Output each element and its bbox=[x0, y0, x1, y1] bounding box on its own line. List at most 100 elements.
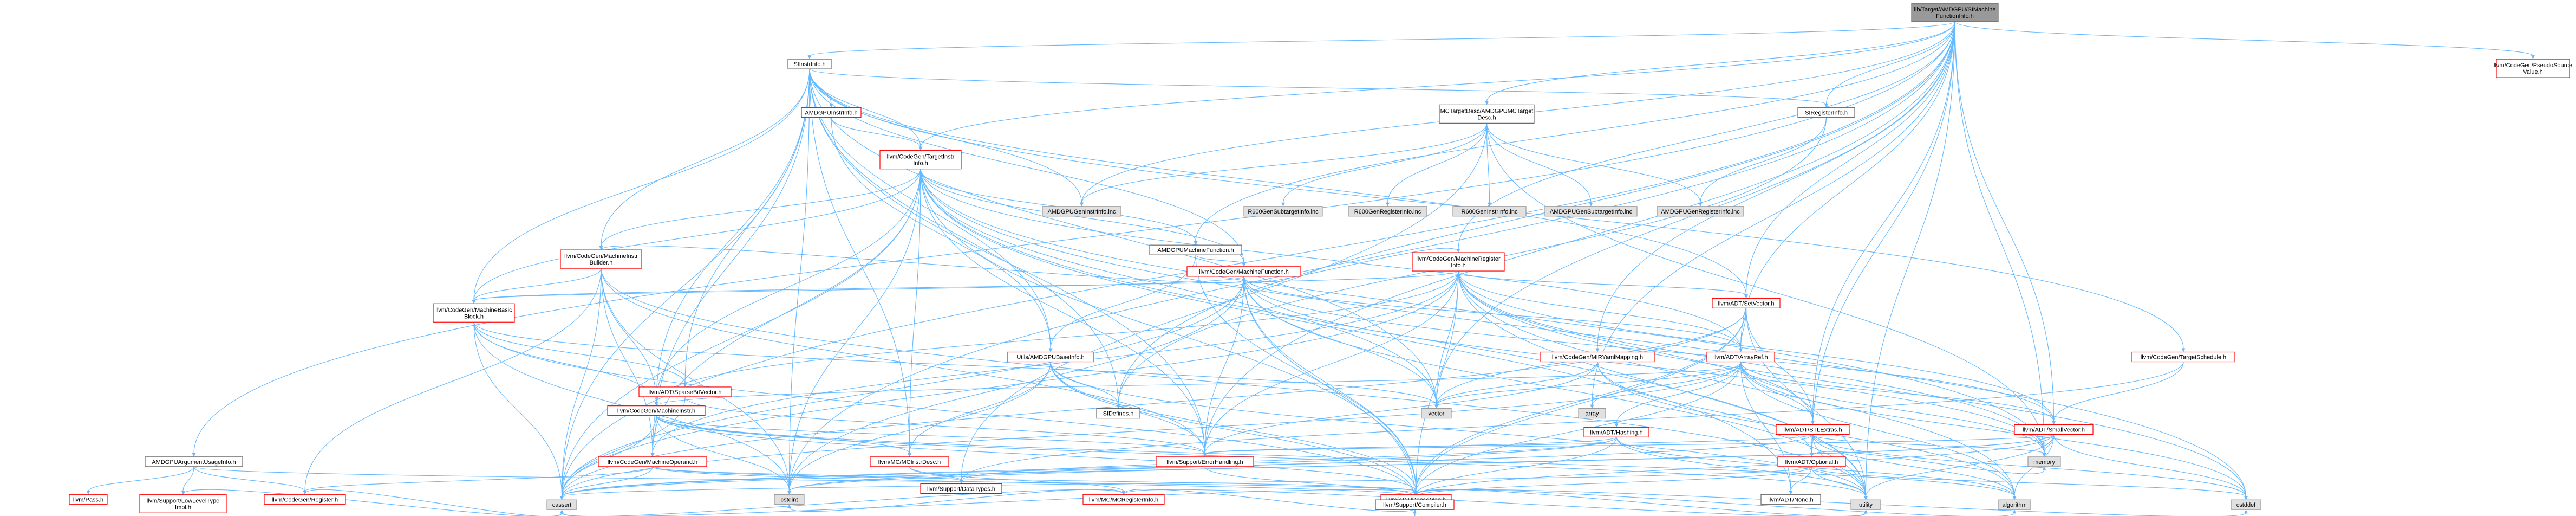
arrowhead-optional-cstddef bbox=[2244, 496, 2248, 500]
edge-amdgpumachinefunction-machinefunction bbox=[1195, 254, 1244, 264]
node-errorhandling[interactable]: llvm/Support/ErrorHandling.h bbox=[1156, 456, 1254, 467]
edge-root-siregisterinfo bbox=[1825, 21, 1955, 105]
node-box-mcinstrdesc bbox=[870, 456, 949, 467]
edge-argusageinfo-register bbox=[193, 466, 305, 492]
node-label-machineregisterinfo-1: Info.h bbox=[1451, 262, 1466, 269]
node-optional[interactable]: llvm/ADT/Optional.h bbox=[1777, 456, 1846, 467]
arrowhead-machineinstrbuilder-machinebasicblock bbox=[472, 300, 476, 304]
arrowhead-machineoperand-register bbox=[303, 491, 307, 495]
arrowhead-siinstrinfo-siregisterinfo bbox=[1824, 104, 1828, 108]
arrowhead-machineinstr-arrayref bbox=[1739, 362, 1743, 366]
node-array: array bbox=[1578, 408, 1606, 419]
arrowhead-densemap-algorithm bbox=[2012, 509, 2017, 514]
arrowhead-mirymlmapping-vector bbox=[1434, 404, 1438, 409]
arrowhead-root-mirymlmapping bbox=[1595, 348, 1600, 352]
edge-targetinstrinfo-mcinstrdesc bbox=[909, 169, 921, 454]
edge-root-siinstrinfo bbox=[809, 21, 1955, 56]
node-box-datatypes bbox=[920, 483, 1002, 494]
node-label-targetinstrinfo-0: llvm/CodeGen/TargetInstr bbox=[887, 154, 955, 160]
edge-machineinstrbuilder-machineinstr bbox=[601, 268, 657, 403]
edge-root-array bbox=[1592, 21, 1955, 405]
edge-root-optional bbox=[1811, 21, 1955, 454]
node-mcinstrdesc[interactable]: llvm/MC/MCInstrDesc.h bbox=[870, 456, 949, 467]
node-box-errorhandling bbox=[1156, 456, 1254, 467]
node-amdgpugenregister: AMDGPUGenRegisterInfo.inc bbox=[1657, 206, 1744, 217]
node-box-amdgpugensubtarget bbox=[1544, 206, 1638, 217]
node-targetschedule[interactable]: llvm/CodeGen/TargetSchedule.h bbox=[2131, 351, 2235, 363]
edge-mctargetdesc-amdgpugenregister bbox=[1486, 123, 1701, 203]
node-utility: utility bbox=[1850, 499, 1881, 510]
node-label-arrayref-0: llvm/ADT/ArrayRef.h bbox=[1713, 354, 1768, 361]
node-hashing[interactable]: llvm/ADT/Hashing.h bbox=[1583, 427, 1649, 437]
node-register[interactable]: llvm/CodeGen/Register.h bbox=[264, 494, 346, 505]
edge-machineregisterinfo-memory bbox=[1458, 271, 2045, 454]
edge-root-stlextras bbox=[1812, 21, 1955, 422]
edge-stlextras-errorhandling bbox=[1204, 434, 1814, 454]
arrowhead-arrayref-hashing bbox=[1614, 423, 1619, 428]
node-mirymlmapping[interactable]: llvm/CodeGen/MIRYamlMapping.h bbox=[1540, 351, 1655, 363]
node-sparsebitvector[interactable]: llvm/ADT/SparseBitVector.h bbox=[638, 386, 732, 397]
edge-siinstrinfo-cassert bbox=[561, 69, 810, 497]
edge-root-pseudosource bbox=[1954, 21, 2534, 56]
arrowhead-targetschedule-smallvector bbox=[2052, 421, 2056, 425]
arrowhead-optional-utility bbox=[1864, 496, 1868, 500]
edge-machinefunction-utility bbox=[1243, 276, 1867, 497]
node-box-machineinstr bbox=[607, 405, 706, 416]
edge-root-cstdint bbox=[788, 21, 1955, 492]
node-label-smallvector-0: llvm/ADT/SmallVector.h bbox=[2023, 427, 2085, 433]
node-datatypes[interactable]: llvm/Support/DataTypes.h bbox=[920, 483, 1002, 494]
node-label-cstdint-0: cstdint bbox=[781, 496, 798, 503]
node-amdgpubaseinfo[interactable]: Utils/AMDGPUBaseInfo.h bbox=[1007, 351, 1094, 363]
edge-arrayref-cassert bbox=[561, 362, 1742, 497]
node-smallvector[interactable]: llvm/ADT/SmallVector.h bbox=[2014, 424, 2094, 435]
node-box-machinefunction bbox=[1186, 266, 1301, 277]
node-label-amdgpugenregister-0: AMDGPUGenRegisterInfo.inc bbox=[1661, 209, 1740, 215]
arrowhead-root-siinstrinfo bbox=[807, 55, 812, 60]
node-amdgpuinstrinfo[interactable]: AMDGPUInstrInfo.h bbox=[801, 107, 862, 118]
edge-machineregisterinfo-utility bbox=[1458, 271, 1867, 497]
edge-machineoperand-register bbox=[304, 466, 653, 492]
arrowhead-smallvector-cstdint bbox=[787, 491, 791, 495]
node-machineoperand[interactable]: llvm/CodeGen/MachineOperand.h bbox=[598, 456, 707, 467]
node-label-r600genregister-0: R600GenRegisterInfo.inc bbox=[1354, 209, 1421, 215]
node-box-utility bbox=[1850, 499, 1881, 510]
arrowhead-mcinstrdesc-mcregisterinfo bbox=[1121, 491, 1126, 495]
edge-setvector-densemap bbox=[1416, 308, 1747, 492]
edge-targetinstrinfo-cstdint bbox=[788, 169, 921, 492]
node-pass[interactable]: llvm/Pass.h bbox=[69, 494, 108, 505]
edge-root-mirymlmapping bbox=[1597, 21, 1955, 349]
arrowhead-optional-cassert bbox=[560, 496, 564, 500]
node-stlextras[interactable]: llvm/ADT/STLExtras.h bbox=[1776, 424, 1850, 435]
node-label-array-0: array bbox=[1585, 411, 1599, 417]
edge-optional-cassert bbox=[561, 466, 1812, 497]
edge-amdgpumachinefunction-densemap bbox=[1195, 255, 1417, 492]
node-arrayref[interactable]: llvm/ADT/ArrayRef.h bbox=[1706, 351, 1775, 363]
node-box-siinstrinfo bbox=[787, 59, 832, 69]
edge-mirymlmapping-optional bbox=[1597, 362, 1812, 454]
edges-layer bbox=[86, 21, 2535, 516]
edge-smallvector-errorhandling bbox=[1204, 434, 2055, 454]
edge-machinefunction-smallvector bbox=[1243, 276, 2055, 422]
node-label-lowleveltype-1: Impl.h bbox=[175, 504, 191, 511]
node-amdgpugeninstrinfo: AMDGPUGenInstrInfo.inc bbox=[1042, 206, 1121, 217]
edge-root-mctargetdesc bbox=[1486, 21, 1955, 102]
node-mcregisterinfo[interactable]: llvm/MC/MCRegisterInfo.h bbox=[1082, 494, 1165, 505]
node-machineinstr[interactable]: llvm/CodeGen/MachineInstr.h bbox=[607, 405, 706, 416]
node-machinefunction[interactable]: llvm/CodeGen/MachineFunction.h bbox=[1186, 266, 1301, 277]
node-box-none bbox=[1760, 494, 1821, 505]
edge-machinebasicblock-cassert bbox=[473, 322, 563, 497]
node-box-optional bbox=[1777, 456, 1846, 467]
node-label-pass-0: llvm/Pass.h bbox=[73, 496, 103, 503]
node-none: llvm/ADT/None.h bbox=[1760, 494, 1821, 505]
node-box-cassert bbox=[546, 499, 577, 510]
edge-machineregisterinfo-machineinstr bbox=[656, 271, 1459, 403]
node-setvector[interactable]: llvm/ADT/SetVector.h bbox=[1712, 298, 1781, 308]
node-cassert: cassert bbox=[546, 499, 577, 510]
node-compiler[interactable]: llvm/Support/Compiler.h bbox=[1375, 499, 1455, 510]
